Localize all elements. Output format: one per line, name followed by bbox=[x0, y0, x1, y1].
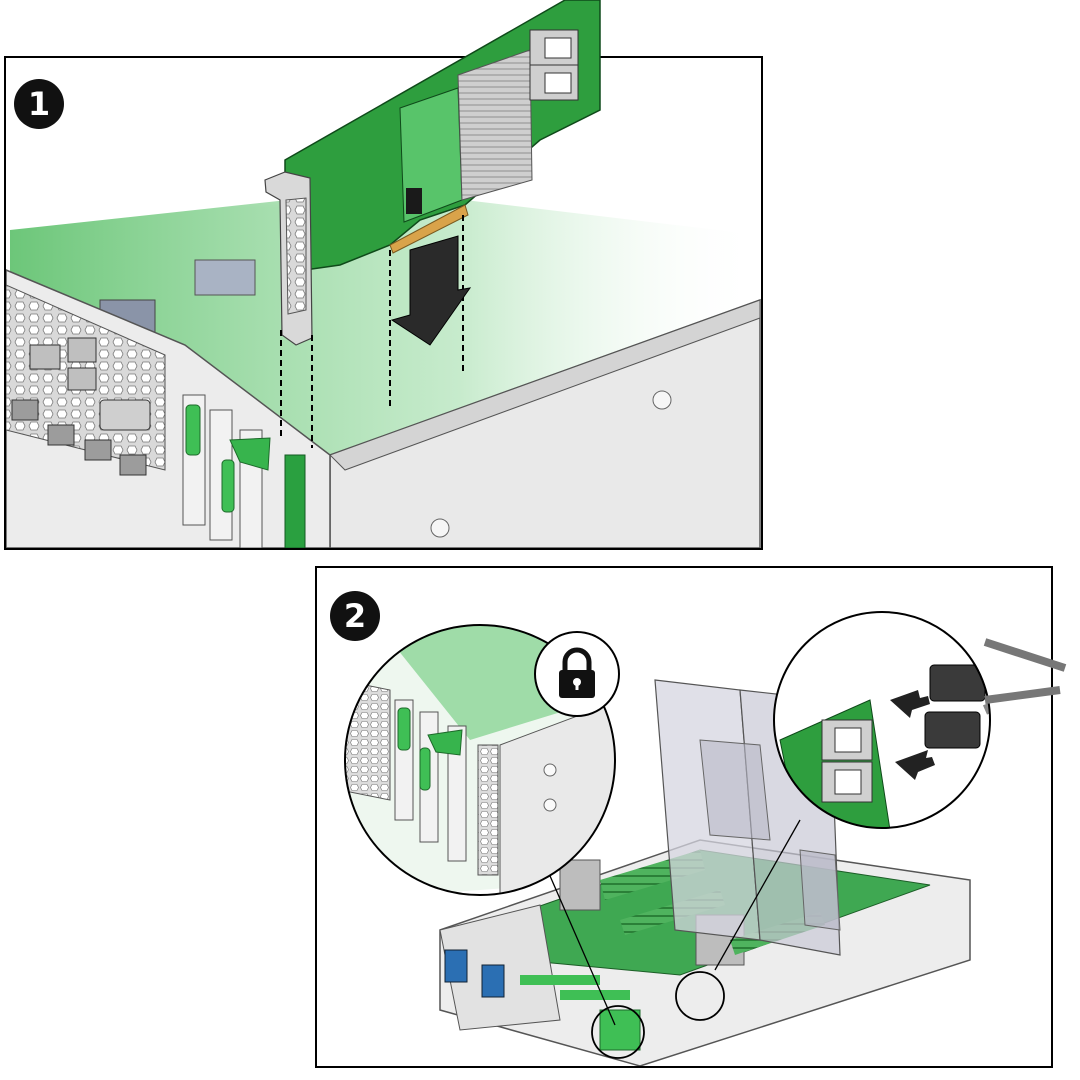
server-interior-step-1 bbox=[6, 58, 761, 548]
slot-highlight-circle bbox=[591, 1005, 645, 1059]
alignment-guides bbox=[280, 215, 464, 448]
lock-icon bbox=[534, 631, 620, 717]
air-duct bbox=[654, 679, 841, 956]
pcie-card bbox=[284, 0, 601, 271]
connector-highlight-circle bbox=[675, 971, 725, 1021]
down-arrow-icon bbox=[390, 235, 472, 346]
step-1-badge: 1 bbox=[14, 79, 64, 129]
card-bracket bbox=[264, 171, 313, 346]
sas-cables bbox=[983, 638, 1067, 704]
zoom-cable-connect bbox=[773, 611, 991, 829]
step-2-badge: 2 bbox=[330, 591, 380, 641]
